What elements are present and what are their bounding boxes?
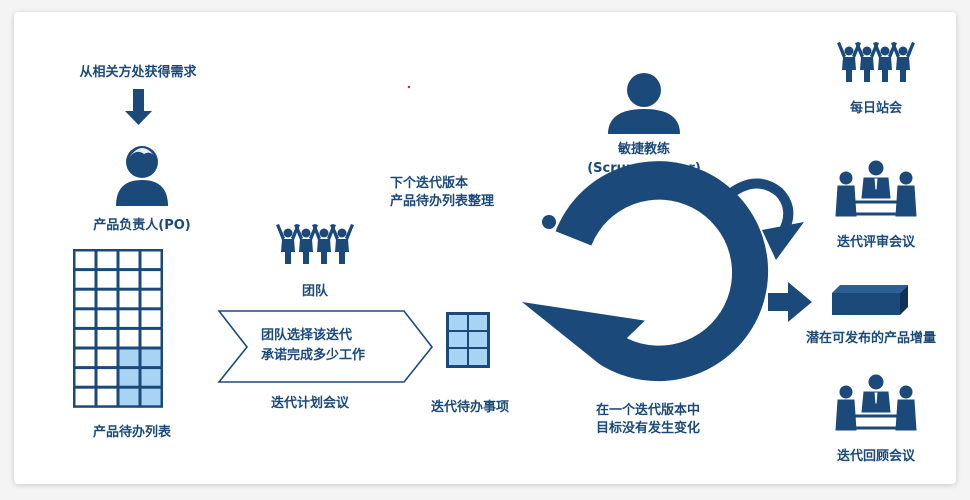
increment-block-icon	[832, 285, 908, 315]
right-arrow-icon	[768, 282, 812, 322]
daily-standup-label: 每日站会	[850, 100, 903, 116]
sprint-backlog-grid	[446, 312, 490, 368]
daily-loop-arrow-icon	[720, 178, 804, 260]
backlog-cell	[141, 349, 161, 367]
person-icon	[116, 146, 168, 206]
backlog-cell	[75, 310, 95, 327]
sprint-backlog-label: 迭代待办事项	[431, 399, 509, 415]
no-change-line1: 在一个迭代版本中	[596, 402, 700, 418]
backlog-cell	[75, 349, 95, 367]
backlog-cell	[75, 251, 95, 269]
backlog-cell	[141, 310, 161, 327]
backlog-cell	[97, 290, 117, 308]
backlog-cell	[75, 271, 95, 288]
diagram-card: 从相关方处获得需求 产品负责人(PO) 产品待办列表 团队 团队选择该迭代 承诺…	[14, 12, 956, 484]
backlog-cell	[119, 290, 139, 308]
backlog-cell	[75, 329, 95, 347]
backlog-cell	[119, 310, 139, 327]
product-backlog-label: 产品待办列表	[93, 424, 172, 440]
refinement-line2: 产品待办列表整理	[390, 193, 494, 209]
retrospective-label: 迭代回顾会议	[837, 448, 916, 464]
backlog-cell	[141, 388, 161, 406]
backlog-cell	[141, 329, 161, 347]
team-commit-line2: 承诺完成多少工作	[261, 347, 365, 363]
sprint-review-label: 迭代评审会议	[837, 234, 916, 250]
refinement-line1: 下个迭代版本	[390, 175, 468, 191]
backlog-cell	[97, 349, 117, 367]
backlog-cell	[75, 369, 95, 386]
sprint-planning-label: 迭代计划会议	[271, 395, 350, 411]
backlog-cell	[97, 388, 117, 406]
backlog-cell	[75, 290, 95, 308]
no-change-line2: 目标没有发生变化	[596, 420, 700, 436]
stakeholders-label: 从相关方处获得需求	[79, 64, 197, 80]
team-icon	[276, 224, 354, 264]
scrum-diagram: 从相关方处获得需求 产品负责人(PO) 产品待办列表 团队 团队选择该迭代 承诺…	[73, 12, 936, 464]
scrum-master-line1: 敏捷教练	[617, 141, 670, 157]
sprint-label: 迭代	[631, 263, 665, 284]
backlog-cell	[97, 271, 117, 288]
backlog-cell	[75, 388, 95, 406]
retrospective-meeting-icon	[834, 373, 918, 432]
backlog-cell	[119, 369, 139, 386]
backlog-cell	[119, 251, 139, 269]
po-label: 产品负责人(PO)	[93, 217, 190, 233]
backlog-cell	[141, 251, 161, 269]
sprint-length-label: (1-4周)	[616, 287, 679, 307]
backlog-cell	[141, 271, 161, 288]
team-commit-line1: 团队选择该迭代	[261, 327, 352, 343]
sprint-review-meeting-icon	[834, 159, 918, 218]
backlog-cell	[97, 369, 117, 386]
backlog-cell	[119, 388, 139, 406]
backlog-cell	[97, 310, 117, 327]
backlog-cell	[119, 329, 139, 347]
down-arrow-icon	[125, 89, 152, 125]
product-backlog-grid	[73, 249, 163, 408]
increment-label: 潜在可发布的产品增量	[806, 330, 936, 346]
backlog-cell	[119, 271, 139, 288]
backlog-cell	[141, 369, 161, 386]
team-label: 团队	[302, 284, 329, 299]
red-dot	[407, 85, 411, 89]
scrum-master-icon	[608, 73, 680, 134]
backlog-cell	[97, 251, 117, 269]
daily-standup-team-icon	[837, 42, 915, 82]
backlog-cell	[97, 329, 117, 347]
cycle-arrow-icon	[522, 161, 769, 382]
commit-chevron	[217, 310, 434, 383]
backlog-cell	[141, 290, 161, 308]
backlog-cell	[119, 349, 139, 367]
